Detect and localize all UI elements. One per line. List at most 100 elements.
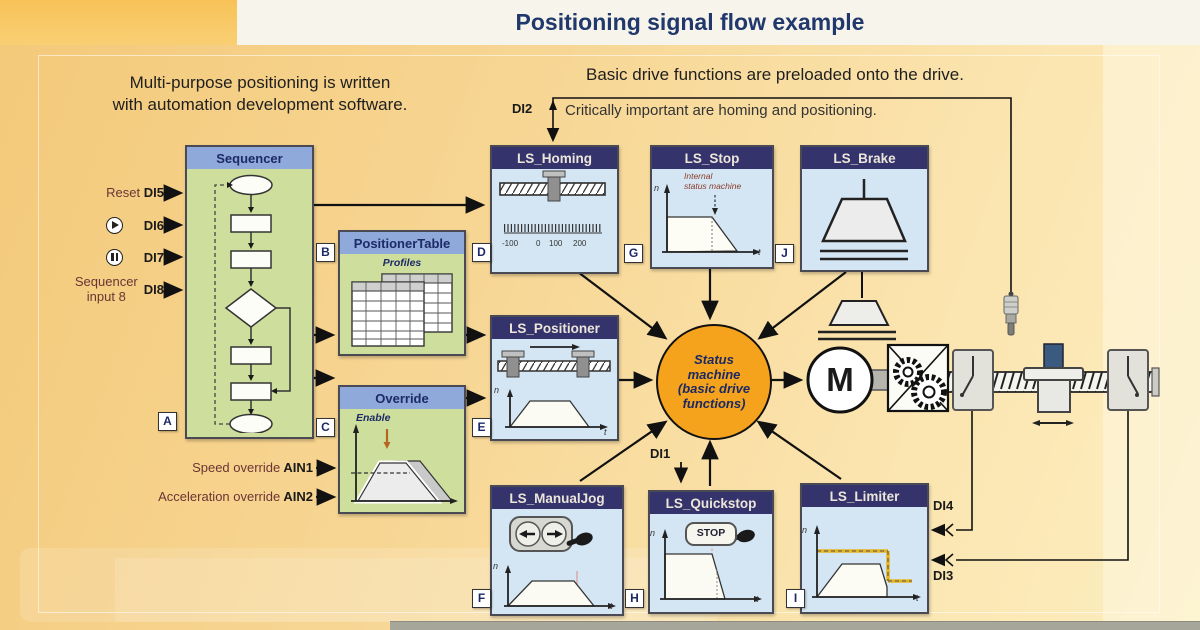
carriage (1023, 343, 1084, 426)
block-ls-brake-title: LS_Brake (802, 147, 927, 169)
n-axis-label: n (493, 561, 499, 571)
block-override: Override Enable (338, 385, 466, 514)
status-line2: machine (687, 366, 741, 382)
block-ls-homing: LS_Homing -100 0 100 200 (490, 145, 619, 274)
di2-up-arrow (549, 100, 557, 110)
di5-label: DI5 (143, 185, 164, 200)
di6-label: DI6 (143, 218, 164, 233)
scale-label: 200 (573, 239, 587, 248)
ls-limiter-body: n t (802, 507, 927, 612)
t-axis-label: t (604, 427, 607, 437)
play-icon (106, 217, 123, 234)
block-ls-limiter: LS_Limiter n t (800, 483, 929, 614)
page-title: Positioning signal flow example (515, 9, 865, 35)
tag-i: I (786, 589, 805, 608)
input-row-di8: Sequencer input 8 DI8 (75, 274, 164, 304)
tag-e: E (472, 418, 491, 437)
bottom-bar (390, 621, 1200, 630)
stop-note-line1: Internal (684, 171, 713, 181)
block-ls-homing-title: LS_Homing (492, 147, 617, 169)
block-sequencer: Sequencer (185, 145, 314, 439)
di3-label: DI3 (933, 568, 954, 583)
tag-j: J (775, 244, 794, 263)
sequencer-input-label: Sequencer input 8 (74, 274, 138, 304)
motor-circle (806, 346, 874, 414)
block-ls-stop: LS_Stop Internal status machine n t (650, 145, 774, 269)
input-row-ain2: Acceleration override AIN2 (158, 489, 313, 504)
scale-label: 100 (549, 239, 563, 248)
table-icon (351, 273, 453, 347)
tag-c: C (316, 418, 335, 437)
tag-f: F (472, 589, 491, 608)
tag-d: D (472, 243, 491, 262)
gear-icon (911, 374, 947, 410)
n-axis-label: n (494, 385, 500, 395)
status-machine: Status machine (basic drive functions) (656, 324, 772, 440)
left-note-line1: Multi-purpose positioning is written (129, 73, 391, 92)
pause-icon (106, 249, 123, 266)
left-note-line2: with automation development software. (112, 95, 408, 114)
block-ls-manualjog-title: LS_ManualJog (492, 487, 622, 509)
di2-label: DI2 (512, 101, 533, 116)
t-axis-label: t (610, 601, 613, 611)
di4-label: DI4 (933, 498, 954, 513)
di1-label: DI1 (650, 446, 671, 461)
block-ls-manualjog: LS_ManualJog n t (490, 485, 624, 616)
brake-icon (820, 179, 908, 261)
scale-label: -100 (502, 239, 519, 248)
block-ls-positioner: LS_Positioner n t (490, 315, 619, 441)
stop-graph (662, 184, 761, 255)
override-body: Enable (340, 409, 464, 512)
ain2-label: AIN2 (283, 489, 313, 504)
t-axis-label: t (756, 594, 759, 604)
n-axis-label: n (650, 528, 656, 538)
limit-switch-right (1107, 349, 1149, 411)
reset-label: Reset (106, 185, 141, 200)
ls-positioner-body: n t (492, 339, 617, 439)
tag-a: A (158, 412, 177, 431)
right-note: Basic drive functions are preloaded onto… (585, 65, 964, 84)
ls-stop-body: Internal status machine n t (652, 169, 772, 267)
status-line4: functions) (682, 395, 746, 411)
jog-graph (504, 516, 616, 609)
stop-note-line2: status machine (684, 181, 742, 191)
input-row-di5: Reset DI5 (106, 185, 164, 200)
stop-button: STOP (685, 522, 737, 546)
enable-label: Enable (356, 412, 391, 424)
positioner-graph (497, 344, 611, 430)
t-axis-label: t (916, 593, 919, 603)
ls-brake-body (802, 169, 927, 270)
tag-h: H (625, 589, 644, 608)
right-light-band (1103, 45, 1200, 621)
block-ls-limiter-title: LS_Limiter (802, 485, 927, 507)
di8-label: DI8 (143, 281, 164, 297)
workpiece-block (1043, 343, 1064, 371)
title-corner-accent (0, 0, 237, 45)
status-line3: (basic drive (677, 381, 751, 396)
hand-cursor-icon (566, 532, 593, 546)
override-graph (351, 424, 458, 504)
title-band: Positioning signal flow example (0, 0, 1200, 45)
acceleration-override-label: Acceleration override (158, 489, 281, 504)
ain1-label: AIN1 (283, 460, 313, 475)
positioner-table-body: Profiles (340, 254, 464, 354)
n-axis-label: n (654, 183, 660, 193)
block-ls-positioner-title: LS_Positioner (492, 317, 617, 339)
status-line1: Status (694, 352, 734, 367)
ls-quickstop-body: STOP n t (650, 514, 772, 612)
right-subnote: Critically important are homing and posi… (565, 102, 877, 119)
speed-override-label: Speed override (192, 460, 281, 475)
block-ls-brake: LS_Brake (800, 145, 929, 272)
sequencer-flowchart (187, 169, 312, 437)
n-axis-label: n (802, 525, 808, 535)
block-override-title: Override (340, 387, 464, 409)
limit-switch-left (952, 349, 994, 411)
di7-label: DI7 (143, 250, 164, 265)
ls-homing-body: -100 0 100 200 (492, 169, 617, 272)
homing-screw-icon (499, 170, 606, 234)
machine-drawing (806, 291, 1160, 426)
limiter-graph (812, 525, 921, 600)
quickstop-graph (660, 526, 762, 602)
